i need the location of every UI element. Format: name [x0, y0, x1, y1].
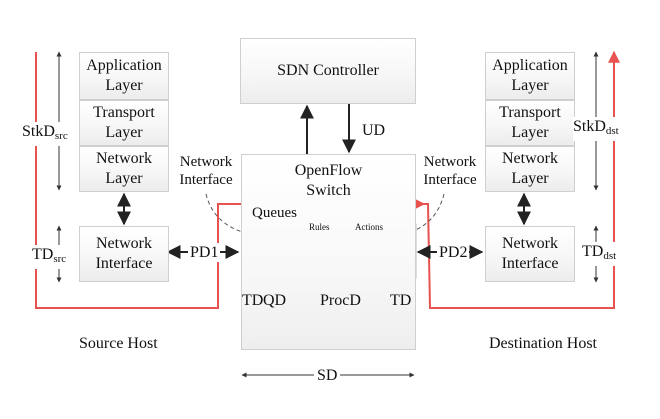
qd-label: QD — [263, 292, 287, 309]
dashed-pointer-right — [403, 193, 445, 236]
ud-label: UD — [362, 122, 386, 139]
td-src-label: TDsrc — [32, 245, 67, 269]
destination-host-label: Destination Host — [489, 335, 597, 352]
sdn-controller: SDN Controller — [240, 38, 416, 104]
pd1-label: PD1 — [188, 243, 221, 262]
td-switch-left-label: TD — [242, 292, 264, 309]
td-switch-right-label: TD — [390, 292, 412, 309]
stkd-dst-label: StkDdst — [573, 117, 619, 141]
sd-label: SD — [314, 366, 341, 385]
stkd-src-label: StkDsrc — [22, 122, 68, 146]
pd2-label: PD2 — [437, 243, 470, 262]
rules-header: Rules — [309, 222, 330, 232]
actions-header: Actions — [355, 222, 383, 232]
queues-label: Queues — [252, 205, 297, 221]
procd-label: ProcD — [320, 292, 361, 309]
td-dst-label: TDdst — [582, 242, 617, 266]
packet-path-right — [424, 50, 620, 309]
source-host-label: Source Host — [79, 335, 158, 352]
